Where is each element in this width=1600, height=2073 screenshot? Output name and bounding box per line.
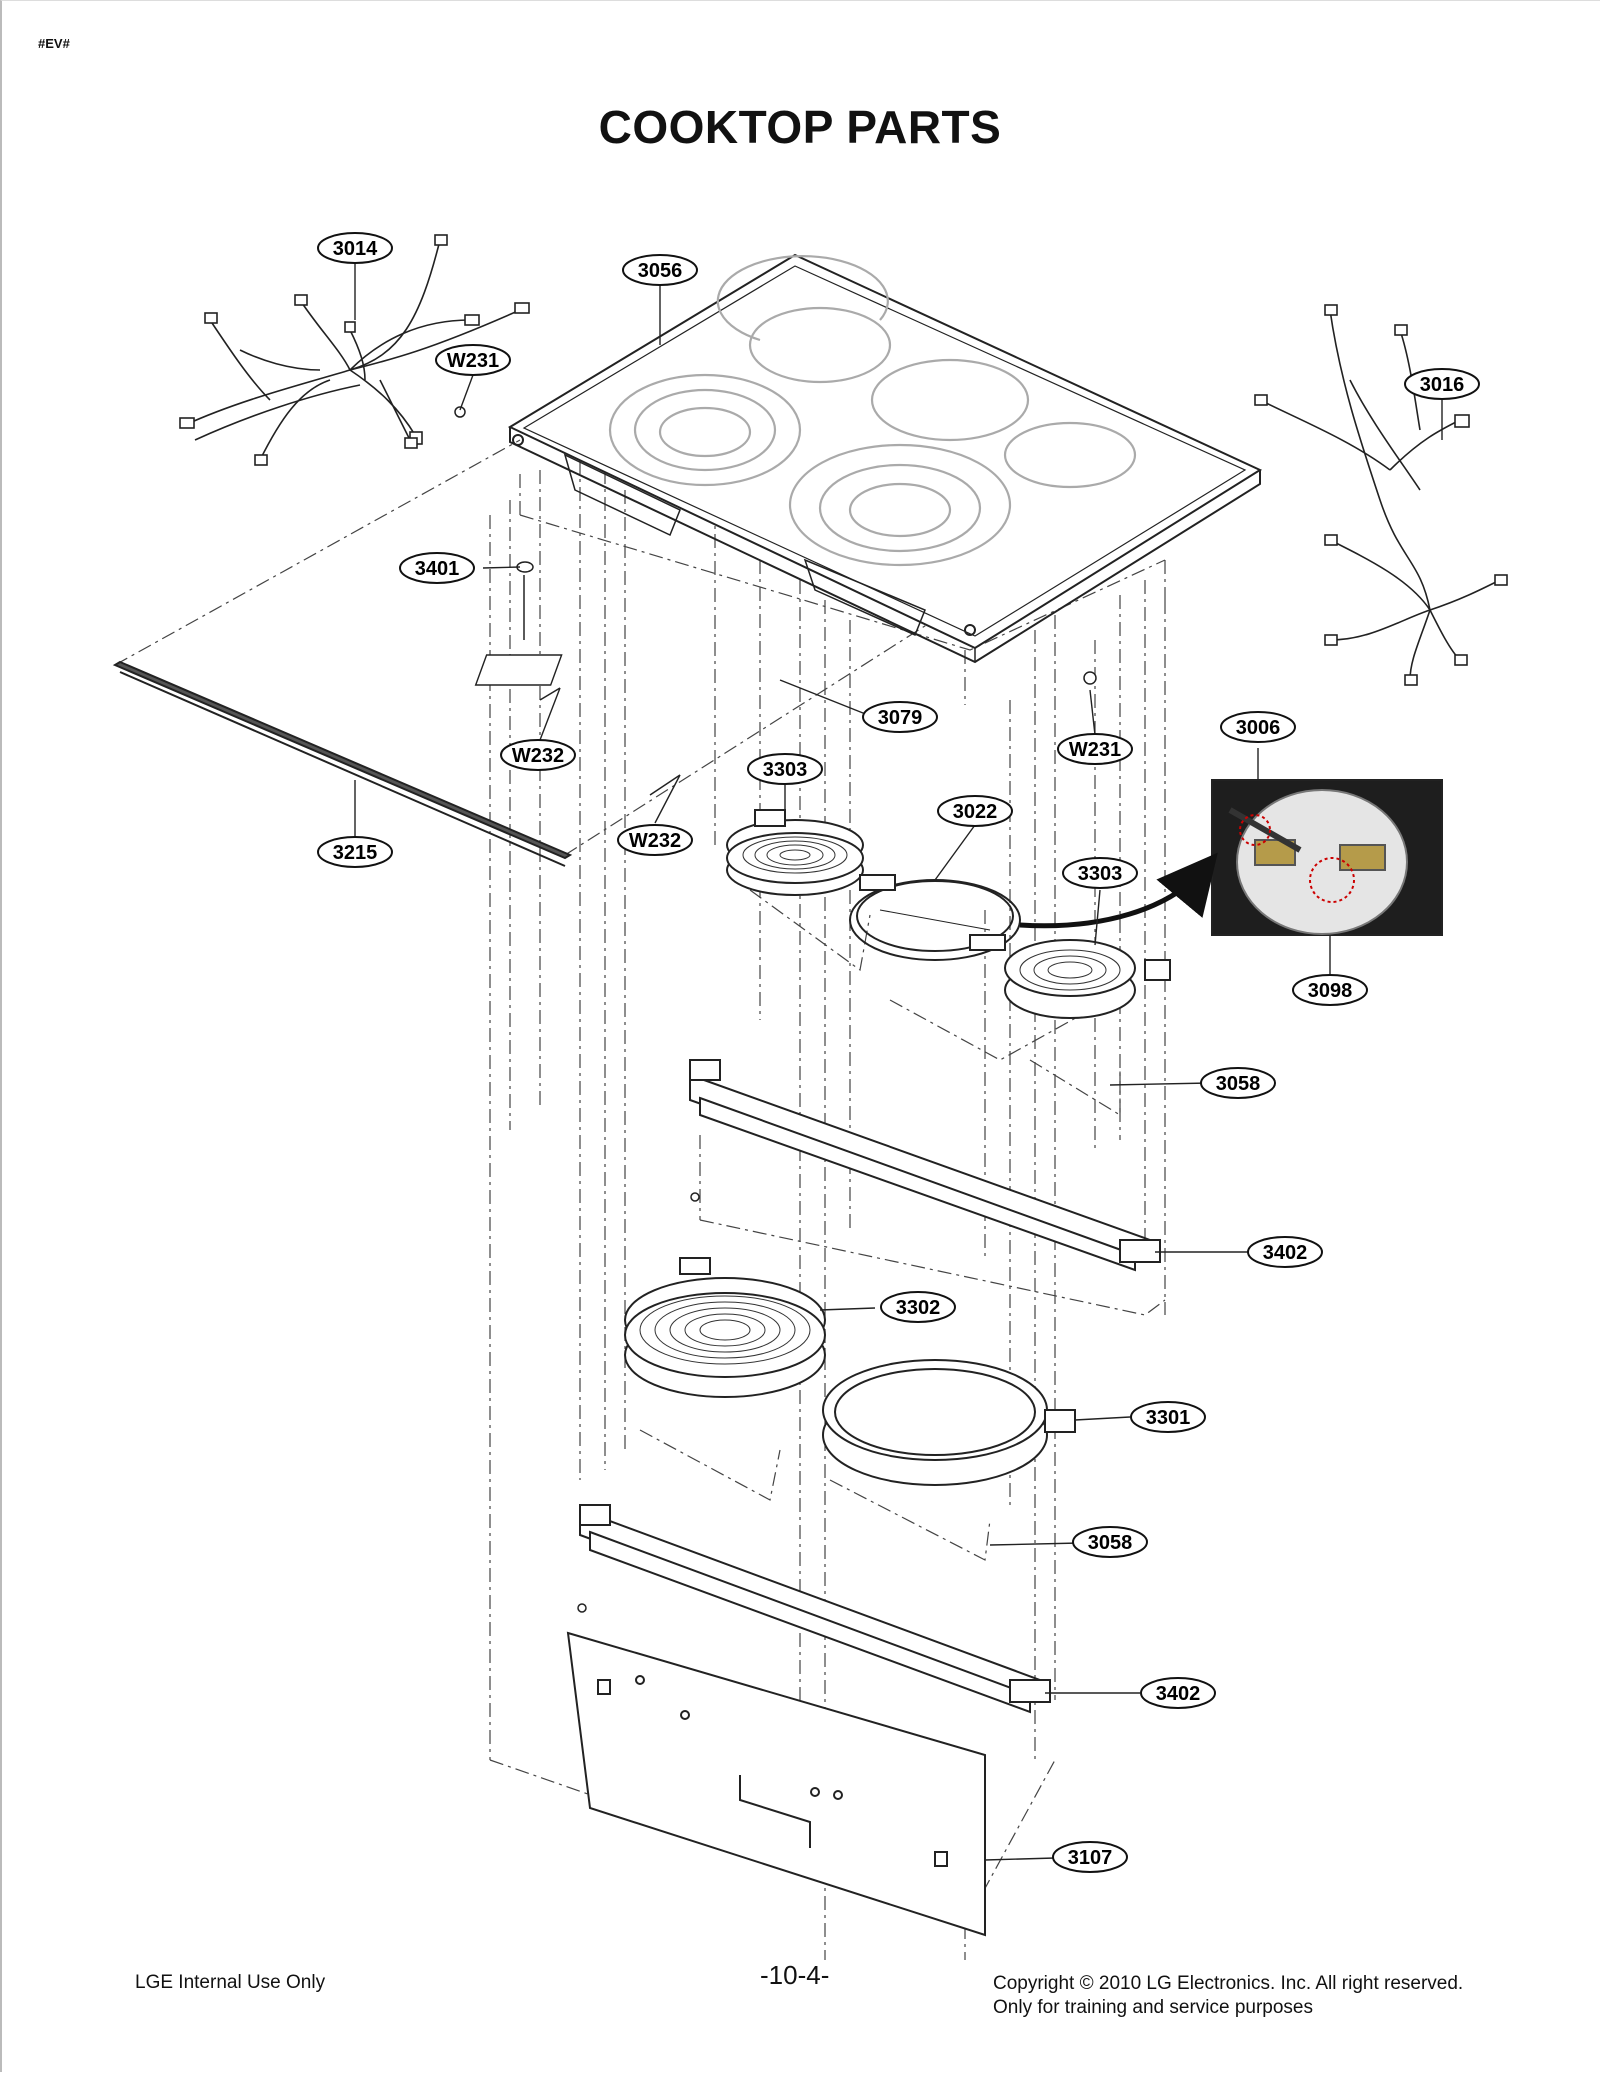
callout-oval <box>747 753 823 785</box>
callout-3056: 3056 <box>622 254 698 286</box>
callout-label: 3303 <box>763 759 808 781</box>
radiant-element-3302 <box>624 1257 826 1398</box>
callout-oval <box>1052 1841 1128 1873</box>
callout-label: 3056 <box>638 260 683 282</box>
callout-oval <box>1140 1677 1216 1709</box>
callout-oval <box>317 232 393 264</box>
callout-label: W232 <box>512 745 564 767</box>
callout-w232: W232 <box>500 739 576 771</box>
detail-arrow <box>1019 852 1218 929</box>
callout-leader-lines <box>354 262 1443 1861</box>
burner-ring-3022 <box>849 874 1021 961</box>
callout-label: W232 <box>629 830 681 852</box>
cooktop-glass-3056 <box>507 253 1263 664</box>
callout-oval <box>1072 1526 1148 1558</box>
footer-page-number: -10-4- <box>760 1960 830 1990</box>
callout-label: 3402 <box>1156 1683 1201 1705</box>
callout-3402: 3402 <box>1140 1677 1216 1709</box>
callout-3079: 3079 <box>862 701 938 733</box>
callout-label: 3058 <box>1088 1532 1133 1554</box>
callout-label: 3014 <box>333 238 378 260</box>
callout-oval <box>317 836 393 868</box>
callout-oval <box>1057 733 1133 765</box>
callout-oval <box>937 795 1013 827</box>
callout-3006: 3006 <box>1220 711 1296 743</box>
terminal-detail-photo <box>1211 779 1443 936</box>
support-bracket-3402-lower <box>579 1504 1051 1714</box>
callout-label: 3006 <box>1236 717 1281 739</box>
callout-label: 3215 <box>333 842 378 864</box>
callout-oval <box>880 1291 956 1323</box>
callout-oval <box>1200 1067 1276 1099</box>
callout-label: 3303 <box>1078 863 1123 885</box>
callout-label: 3058 <box>1216 1073 1261 1095</box>
callout-label: 3107 <box>1068 1847 1113 1869</box>
callout-3303: 3303 <box>747 753 823 785</box>
rear-cover-plate-3107 <box>566 1631 986 1937</box>
callout-3058: 3058 <box>1072 1526 1148 1558</box>
radiant-element-3303-right <box>1004 939 1171 1019</box>
callout-3014: 3014 <box>317 232 393 264</box>
callout-oval <box>500 739 576 771</box>
callout-label: 3098 <box>1308 980 1353 1002</box>
callout-oval <box>617 824 693 856</box>
radiant-element-3301 <box>822 1359 1076 1486</box>
callout-3302: 3302 <box>880 1291 956 1323</box>
callout-label: 3301 <box>1146 1407 1191 1429</box>
callout-w231: W231 <box>1057 733 1133 765</box>
front-trim-strip-3215 <box>112 660 573 867</box>
callout-oval <box>435 344 511 376</box>
callout-3401: 3401 <box>399 552 475 584</box>
callout-3107: 3107 <box>1052 1841 1128 1873</box>
wire-harness-3014 <box>179 234 530 466</box>
callout-3301: 3301 <box>1130 1401 1206 1433</box>
copyright-line: Copyright © 2010 LG Electronics. Inc. Al… <box>993 1973 1464 1994</box>
callout-3058: 3058 <box>1200 1067 1276 1099</box>
callout-3215: 3215 <box>317 836 393 868</box>
callout-w232: W232 <box>617 824 693 856</box>
doc-tag: #EV# <box>38 36 70 51</box>
callout-label: W231 <box>447 350 499 372</box>
support-bracket-3402-upper <box>689 1059 1161 1272</box>
callout-oval <box>862 701 938 733</box>
callout-3016: 3016 <box>1404 368 1480 400</box>
purpose-line: Only for training and service purposes <box>993 1997 1313 2018</box>
callout-label: W231 <box>1069 739 1121 761</box>
wire-harness-3016 <box>1254 304 1508 686</box>
callout-oval <box>399 552 475 584</box>
footer-copyright: Copyright © 2010 LG Electronics. Inc. Al… <box>993 1972 1463 2020</box>
callout-label: 3302 <box>896 1297 941 1319</box>
callout-oval <box>1404 368 1480 400</box>
page-title: COOKTOP PARTS <box>598 101 1002 153</box>
callout-3402: 3402 <box>1247 1236 1323 1268</box>
footer-internal-use: LGE Internal Use Only <box>135 1972 326 1993</box>
callout-oval <box>1220 711 1296 743</box>
callout-3098: 3098 <box>1292 974 1368 1006</box>
callout-3303: 3303 <box>1062 857 1138 889</box>
callout-oval <box>1247 1236 1323 1268</box>
callouts: 30143056W231301634013079W231W23230063303… <box>317 232 1480 1873</box>
callout-3022: 3022 <box>937 795 1013 827</box>
callout-label: 3079 <box>878 707 923 729</box>
callout-label: 3401 <box>415 558 460 580</box>
hardware-fasteners <box>454 406 1097 1613</box>
callout-oval <box>1062 857 1138 889</box>
callout-label: 3022 <box>953 801 998 823</box>
radiant-element-3303-left <box>726 809 864 896</box>
callout-w231: W231 <box>435 344 511 376</box>
callout-oval <box>622 254 698 286</box>
callout-label: 3402 <box>1263 1242 1308 1264</box>
callout-oval <box>1292 974 1368 1006</box>
callout-oval <box>1130 1401 1206 1433</box>
callout-label: 3016 <box>1420 374 1465 396</box>
